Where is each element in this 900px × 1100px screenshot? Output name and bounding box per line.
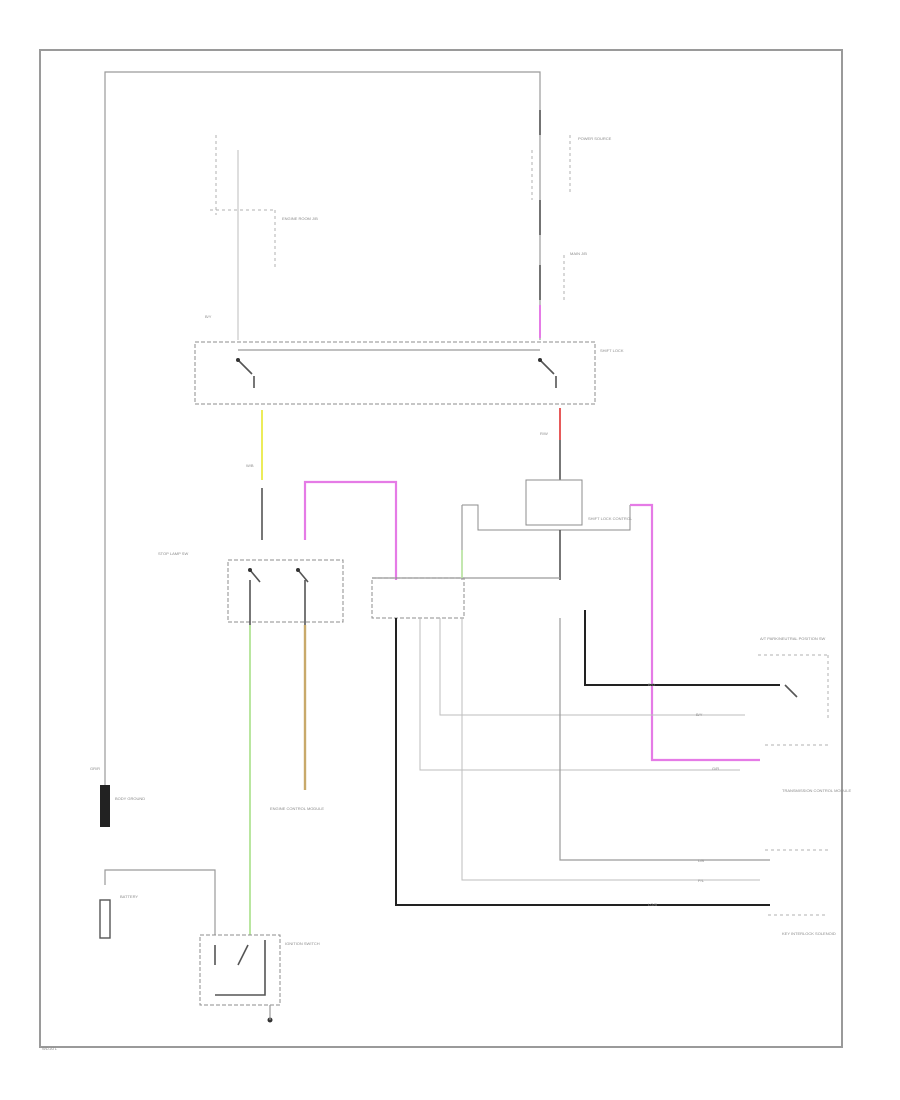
svg-text:KEY INTERLOCK SOLENOID: KEY INTERLOCK SOLENOID [782, 931, 836, 936]
ecu-connector-block [371, 550, 560, 619]
svg-text:B/Y: B/Y [696, 712, 703, 717]
svg-text:B/Y: B/Y [205, 314, 212, 319]
tcm-module: TRANSMISSION CONTROL MODULE KEY INTERLOC… [765, 744, 852, 936]
svg-text:LG/B: LG/B [648, 902, 657, 907]
fuse-left: ENGINE ROOM J/B B/Y [205, 135, 318, 340]
ground-left: GR/R BODY GROUND [90, 766, 145, 827]
stop-lamp-switch: STOP LAMP SW [158, 551, 344, 625]
svg-text:P/L: P/L [698, 878, 705, 883]
svg-text:MAIN J/B: MAIN J/B [570, 251, 587, 256]
svg-text:SHIFT LOCK CONTROL: SHIFT LOCK CONTROL [588, 516, 633, 521]
svg-text:TRANSMISSION CONTROL MODULE: TRANSMISSION CONTROL MODULE [782, 788, 852, 793]
svg-text:BODY GROUND: BODY GROUND [115, 796, 145, 801]
svg-text:SHIFT LOCK: SHIFT LOCK [600, 348, 624, 353]
fuse-right-mid: MAIN J/B [539, 251, 587, 300]
footer-label: WD-ATL [42, 1046, 58, 1051]
shift-lock-ecu: SHIFT LOCK CONTROL [461, 479, 633, 580]
signal-wire-1 [419, 618, 740, 771]
shift-lock-relay-box: SHIFT LOCK [194, 341, 624, 405]
signal-wire-2 [439, 618, 745, 716]
diagram-frame [39, 49, 843, 1048]
ignition-switch: IGNITION SWITCH [199, 934, 320, 1023]
svg-text:B/O: B/O [648, 682, 655, 687]
svg-text:STOP LAMP SW: STOP LAMP SW [158, 551, 188, 556]
signal-wire-3 [461, 618, 760, 881]
svg-text:POWER SOURCE: POWER SOURCE [578, 136, 612, 141]
battery: BATTERY [99, 869, 216, 939]
svg-text:R/W: R/W [540, 431, 548, 436]
svg-text:ENGINE CONTROL MODULE: ENGINE CONTROL MODULE [270, 806, 324, 811]
svg-text:L/B: L/B [698, 858, 704, 863]
svg-text:GR/R: GR/R [90, 766, 100, 771]
svg-text:ENGINE ROOM J/B: ENGINE ROOM J/B [282, 216, 318, 221]
signal-wire-4 [559, 618, 770, 861]
svg-text:A/T PARK/NEUTRAL POSITION SW: A/T PARK/NEUTRAL POSITION SW [760, 636, 825, 641]
park-neutral-switch: A/T PARK/NEUTRAL POSITION SW [758, 636, 830, 720]
svg-text:G/R: G/R [712, 766, 719, 771]
top-loop-wire [104, 71, 541, 825]
pink-right-wire [630, 503, 760, 762]
svg-text:BATTERY: BATTERY [120, 894, 138, 899]
dark-main-wire [395, 618, 770, 906]
fuse-right-top: POWER SOURCE [531, 110, 612, 235]
dark-upper-wire [584, 610, 780, 686]
svg-text:IGNITION SWITCH: IGNITION SWITCH [285, 941, 320, 946]
svg-text:W/B: W/B [246, 463, 254, 468]
pink-top-wire [303, 480, 398, 580]
